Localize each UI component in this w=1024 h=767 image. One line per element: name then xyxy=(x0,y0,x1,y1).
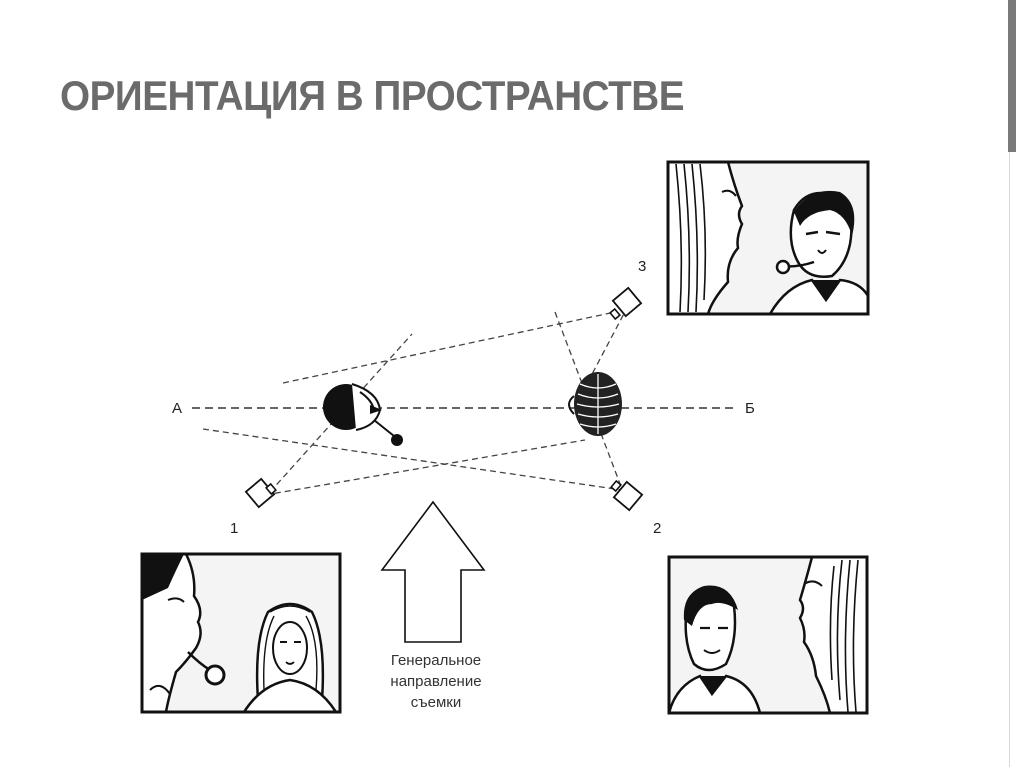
shooting-direction-arrow-icon xyxy=(380,500,486,643)
direction-caption-line-3: съемки xyxy=(411,694,461,711)
slide-accent-bar xyxy=(1008,0,1016,152)
character-a-topview xyxy=(323,383,403,446)
frame-camera-2 xyxy=(667,555,869,715)
direction-caption-line-1: Генеральное xyxy=(391,652,481,669)
slide-title: ОРИЕНТАЦИЯ В ПРОСТРАНСТВЕ xyxy=(60,72,685,119)
character-b-topview xyxy=(568,372,622,436)
direction-caption-line-2: направление xyxy=(390,673,481,690)
sight-lines xyxy=(202,305,629,498)
frame-camera-1 xyxy=(140,552,342,714)
camera-3-icon xyxy=(609,286,643,321)
point-b-label: Б xyxy=(745,400,755,417)
camera-3-label: 3 xyxy=(638,258,646,275)
camera-2-icon xyxy=(610,479,644,512)
frame-camera-3 xyxy=(666,160,870,316)
camera-1-icon xyxy=(244,477,277,509)
slide-edge-line xyxy=(1009,0,1010,767)
camera-2-label: 2 xyxy=(653,520,661,537)
camera-1-label: 1 xyxy=(230,520,238,537)
point-a-label: А xyxy=(172,400,182,417)
